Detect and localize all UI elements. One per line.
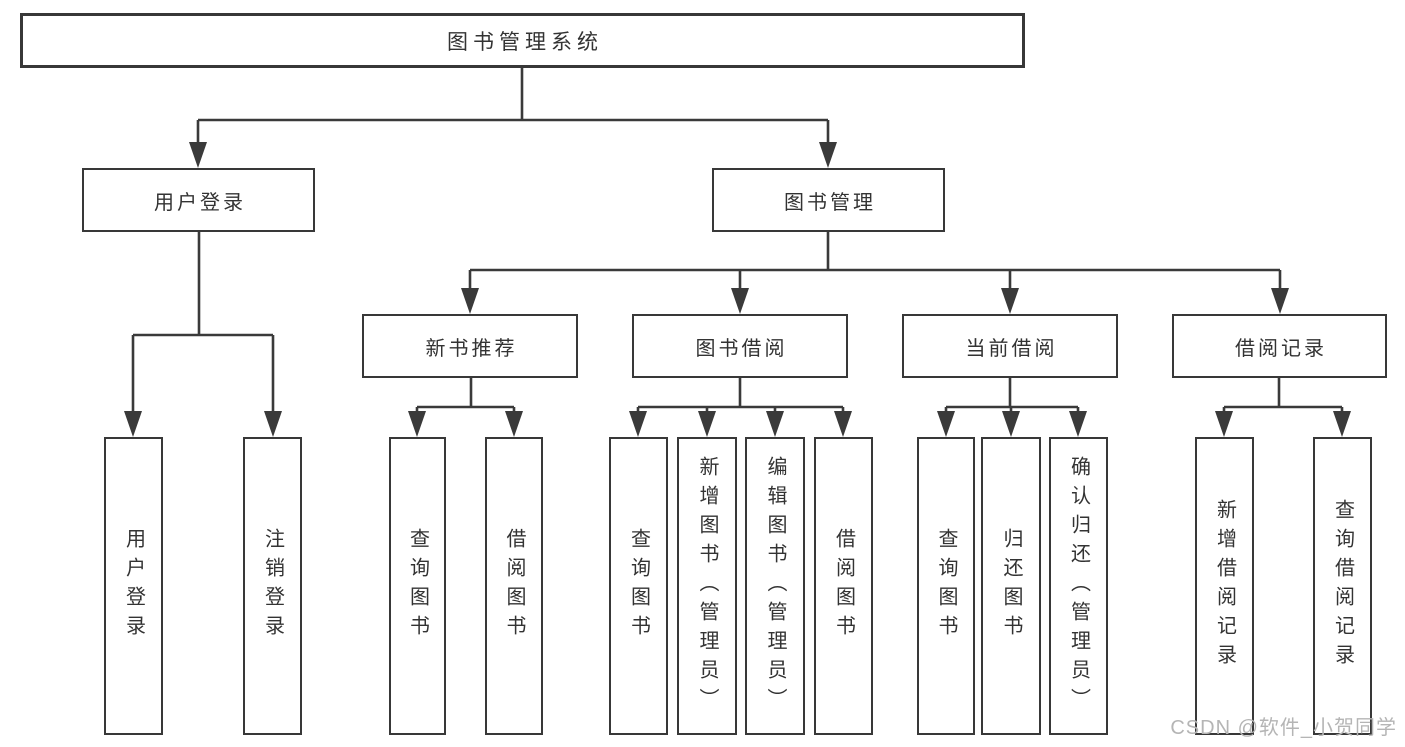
node-label: 查询图书: [406, 528, 429, 644]
leaf-recommend-query-books: 查询图书: [389, 437, 446, 735]
node-user-login: 用户登录: [82, 168, 315, 232]
node-label: 编辑图书（管理员）: [764, 455, 786, 717]
leaf-borrow-edit-books-admin: 编辑图书（管理员）: [745, 437, 805, 735]
node-library-management-system: 图书管理系统: [20, 13, 1025, 68]
node-label: 查询借阅记录: [1331, 499, 1354, 673]
node-label: 查询图书: [935, 528, 957, 644]
leaf-borrow-add-books-admin: 新增图书（管理员）: [677, 437, 737, 735]
node-book-borrow: 图书借阅: [632, 314, 848, 378]
leaf-records-add-record: 新增借阅记录: [1195, 437, 1254, 735]
node-label: 用户登录: [122, 528, 145, 644]
node-label: 新增借阅记录: [1213, 499, 1236, 673]
leaf-borrow-query-books: 查询图书: [609, 437, 668, 735]
node-label: 归还图书: [1000, 528, 1022, 644]
node-label: 用户登录: [154, 191, 246, 214]
leaf-user-login: 用户登录: [104, 437, 163, 735]
leaf-borrow-borrow-books: 借阅图书: [814, 437, 873, 735]
node-label: 借阅记录: [1235, 337, 1327, 360]
leaf-recommend-borrow-books: 借阅图书: [485, 437, 543, 735]
node-label: 查询图书: [627, 528, 650, 644]
node-new-book-recommend: 新书推荐: [362, 314, 578, 378]
node-label: 新增图书（管理员）: [696, 455, 718, 717]
leaf-logout: 注销登录: [243, 437, 302, 735]
leaf-current-confirm-return-admin: 确认归还（管理员）: [1049, 437, 1108, 735]
node-label: 图书管理系统: [447, 30, 603, 54]
watermark-text: CSDN @软件_小贺同学: [1170, 717, 1397, 739]
node-label: 注销登录: [261, 528, 284, 644]
leaf-records-query-record: 查询借阅记录: [1313, 437, 1372, 735]
node-label: 确认归还（管理员）: [1067, 455, 1090, 717]
leaf-current-query-books: 查询图书: [917, 437, 975, 735]
leaf-current-return-books: 归还图书: [981, 437, 1041, 735]
node-borrow-records: 借阅记录: [1172, 314, 1387, 378]
node-label: 图书管理: [784, 191, 876, 214]
node-current-borrow: 当前借阅: [902, 314, 1118, 378]
node-book-management: 图书管理: [712, 168, 945, 232]
node-label: 借阅图书: [503, 528, 525, 644]
node-label: 新书推荐: [425, 337, 518, 360]
node-label: 借阅图书: [832, 528, 855, 644]
node-label: 图书借阅: [695, 337, 788, 360]
node-label: 当前借阅: [965, 337, 1058, 360]
